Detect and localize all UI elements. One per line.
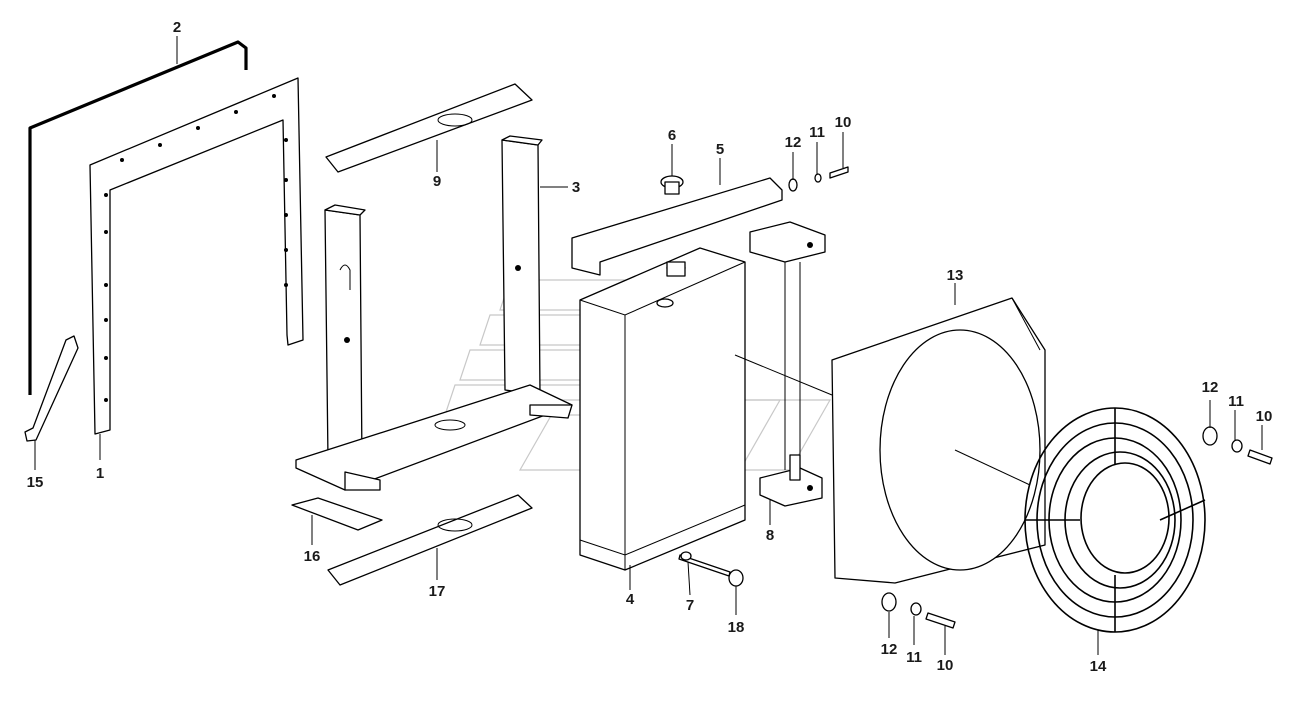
callout-10-right: 10 (1256, 408, 1273, 425)
lower-seal-hole (437, 518, 473, 532)
callout-6: 6 (668, 127, 676, 144)
callout-12-top: 12 (785, 134, 802, 151)
callout-18: 18 (728, 619, 745, 636)
callout-11-right: 11 (1228, 393, 1244, 410)
callout-7: 7 (686, 597, 694, 614)
callout-14: 14 (1090, 658, 1107, 675)
callout-10-bottom: 10 (937, 657, 954, 674)
leader-lines (34, 36, 1263, 655)
callout-12-bottom: 12 (881, 641, 898, 658)
hardware-top (788, 166, 849, 192)
oil-cooler (749, 221, 826, 507)
callout-8: 8 (766, 527, 774, 544)
callout-4: 4 (626, 591, 635, 608)
callout-11-top: 11 (809, 124, 825, 141)
callout-1: 1 (96, 465, 104, 482)
callout-16: 16 (304, 548, 321, 565)
callout-13: 13 (947, 267, 964, 284)
top-mounting-bracket (571, 177, 783, 276)
callout-17: 17 (429, 583, 446, 600)
fan-guard (1024, 407, 1206, 633)
callout-3: 3 (572, 179, 580, 196)
frame-bolt-holes (104, 94, 288, 402)
upper-seal-hole (437, 113, 473, 127)
callout-5: 5 (716, 141, 724, 158)
callout-15: 15 (27, 474, 44, 491)
fan-shroud (831, 297, 1046, 584)
radiator-core (579, 247, 746, 571)
gasket-seal (28, 40, 248, 395)
filler-cap (660, 175, 684, 195)
radiator-support-bracket (295, 135, 573, 491)
callout-9: 9 (433, 173, 441, 190)
callout-10-top: 10 (835, 114, 852, 131)
shroud-frame-plate (89, 77, 304, 435)
upper-seal-strip (325, 83, 533, 173)
mounting-pad (291, 497, 383, 531)
support-rod (24, 335, 79, 442)
lower-seal-strip (327, 494, 533, 586)
hardware-right (1202, 426, 1273, 465)
callout-12-right: 12 (1202, 379, 1219, 396)
hardware-bottom (881, 592, 956, 629)
callout-labels: 1 2 3 4 5 6 7 8 9 10 11 12 10 11 12 10 1… (27, 19, 1273, 675)
callout-11-bottom: 11 (906, 649, 922, 666)
callout-2: 2 (173, 19, 181, 36)
